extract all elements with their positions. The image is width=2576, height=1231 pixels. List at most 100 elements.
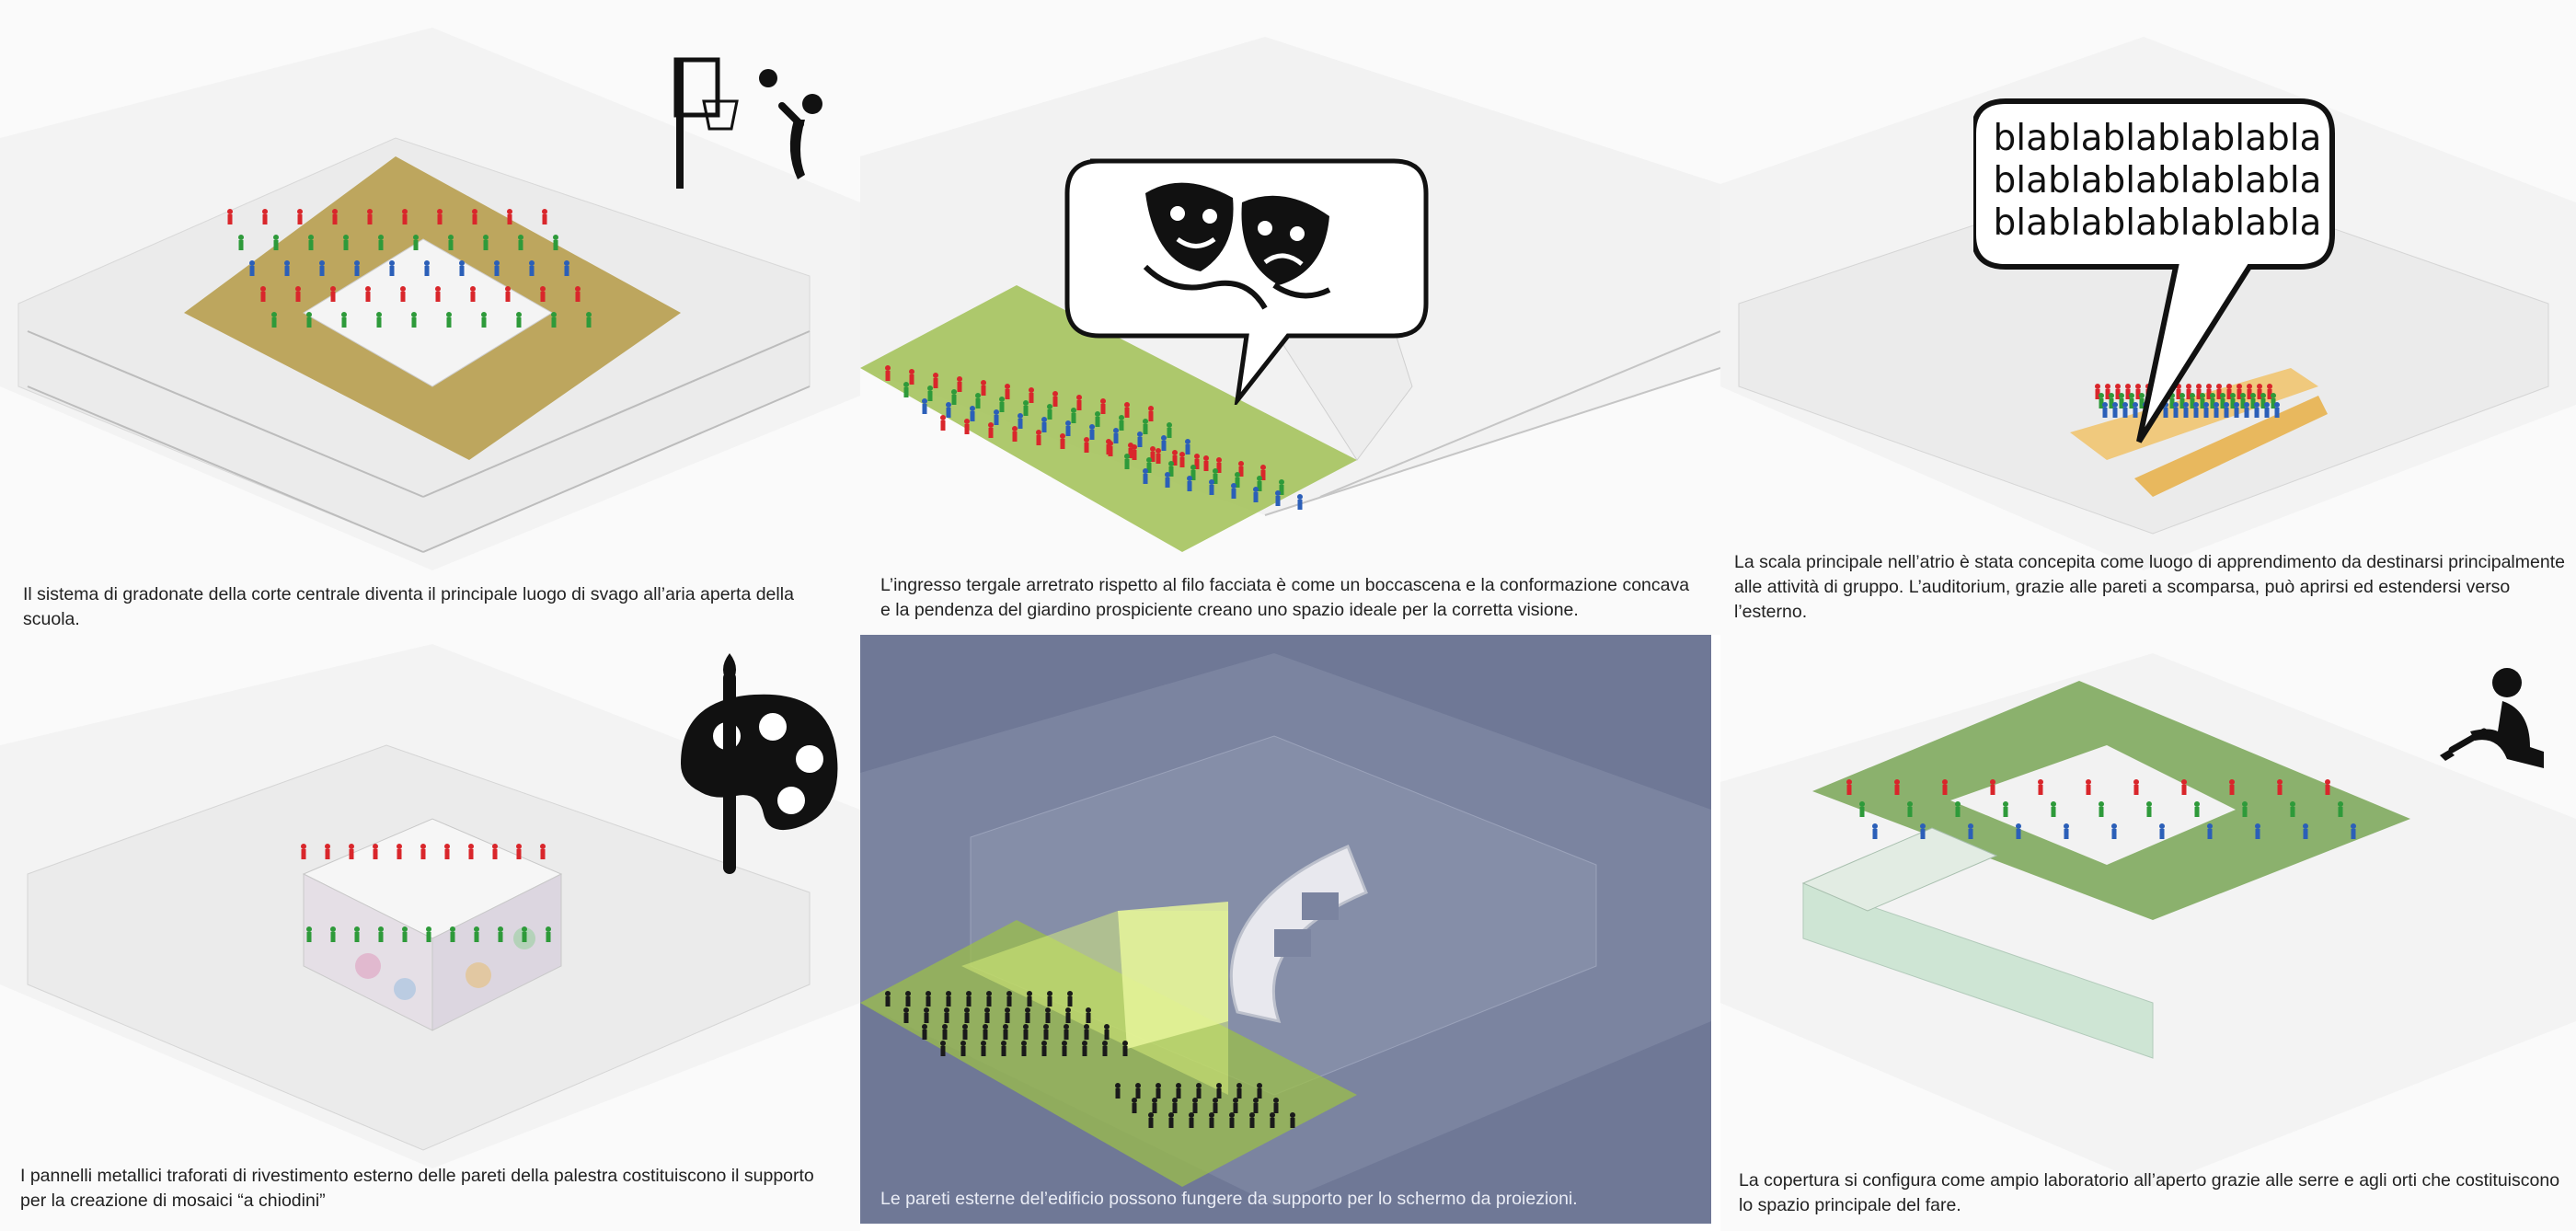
person-figure (1152, 1098, 1157, 1113)
person-figure (1920, 823, 1926, 839)
person-figure (981, 380, 986, 396)
person-figure (1872, 823, 1878, 839)
person-figure (1253, 487, 1259, 502)
person-figure (1185, 439, 1190, 454)
person-figure (472, 209, 477, 224)
person-figure (2207, 823, 2213, 839)
person-figure (885, 991, 891, 1007)
person-figure (2186, 384, 2191, 399)
person-figure (575, 286, 581, 302)
person-figure (1270, 1112, 1275, 1128)
person-figure (2210, 393, 2215, 408)
person-figure (2086, 779, 2091, 795)
person-figure (271, 312, 277, 328)
person-figure (2226, 384, 2232, 399)
person-figure (2200, 393, 2205, 408)
person-figure (522, 926, 527, 942)
person-figure (2173, 402, 2179, 418)
person-figure (411, 312, 417, 328)
person-figure (2102, 402, 2108, 418)
person-figure (1135, 1083, 1141, 1099)
person-figure (1150, 446, 1156, 462)
person-figure (1187, 476, 1192, 491)
person-figure (505, 286, 511, 302)
person-figure (1119, 415, 1124, 431)
person-figure (365, 286, 371, 302)
person-figure (1990, 779, 1995, 795)
person-figure (2250, 393, 2256, 408)
person-figure (986, 991, 992, 1007)
person-figure (2264, 402, 2270, 418)
person-figure (2112, 402, 2118, 418)
person-figure (1082, 1041, 1087, 1056)
person-figure (2325, 779, 2330, 795)
person-figure (389, 260, 395, 276)
person-figure (1041, 417, 1047, 432)
bubble-text: blablablablablabla blablablablablabla bl… (1993, 118, 2322, 244)
person-figure (2183, 402, 2189, 418)
person-figure (2135, 384, 2141, 399)
person-figure (564, 260, 569, 276)
person-figure (903, 1007, 909, 1023)
person-figure (994, 409, 999, 425)
person-figure (975, 393, 981, 408)
person-figure (1143, 419, 1148, 434)
person-figure (367, 209, 373, 224)
person-figure (2179, 393, 2185, 408)
person-figure (1023, 400, 1029, 416)
person-figure (2109, 393, 2114, 408)
person-figure (474, 926, 479, 942)
person-figure (2146, 801, 2152, 817)
person-figure (518, 235, 523, 250)
person-figure (397, 844, 402, 859)
person-figure (1027, 991, 1032, 1007)
person-figure (330, 286, 336, 302)
person-figure (2214, 402, 2219, 418)
theatre-masks-icon (1143, 182, 1331, 310)
person-figure (420, 844, 426, 859)
person-figure (909, 369, 914, 385)
person-figure (1290, 1112, 1295, 1128)
person-figure (498, 926, 503, 942)
person-figure (960, 1041, 966, 1056)
panel-cinema: Le pareti esterne del’edificio possono f… (860, 635, 1711, 1224)
person-figure (1071, 408, 1076, 423)
person-figure (942, 1024, 948, 1040)
panel-courtyard: Il sistema di gradonate della corte cent… (0, 0, 860, 635)
person-figure (1257, 1083, 1262, 1099)
person-figure (1968, 823, 1973, 839)
person-figure (341, 312, 347, 328)
person-figure (376, 312, 382, 328)
person-figure (1052, 391, 1058, 407)
person-figure (1213, 1098, 1218, 1113)
person-figure (494, 260, 500, 276)
person-figure (927, 385, 933, 401)
person-figure (922, 1024, 927, 1040)
person-figure (325, 844, 330, 859)
person-figure (1006, 991, 1012, 1007)
person-figure (903, 382, 909, 397)
person-figure (1253, 1098, 1259, 1113)
panel-roof: La copertura si configura come ampio lab… (1720, 635, 2576, 1231)
person-figure (933, 373, 938, 388)
person-figure (330, 926, 336, 942)
person-figure (1029, 387, 1034, 403)
person-figure (1196, 1083, 1202, 1099)
person-figure (2203, 402, 2209, 418)
person-figure (1045, 1007, 1051, 1023)
person-figure (2247, 384, 2252, 399)
person-figure (1124, 402, 1130, 418)
person-figure (1064, 1024, 1069, 1040)
person-figure (2274, 402, 2280, 418)
person-figure (1084, 437, 1089, 453)
person-figure (2277, 779, 2283, 795)
person-figure (983, 1024, 988, 1040)
person-figure (1167, 422, 1172, 438)
person-figure (1176, 1083, 1181, 1099)
person-figure (2230, 393, 2236, 408)
person-figure (2206, 384, 2212, 399)
person-figure (2257, 384, 2262, 399)
person-figure (297, 209, 303, 224)
person-figure (1172, 450, 1178, 466)
person-figure (1060, 433, 1065, 449)
